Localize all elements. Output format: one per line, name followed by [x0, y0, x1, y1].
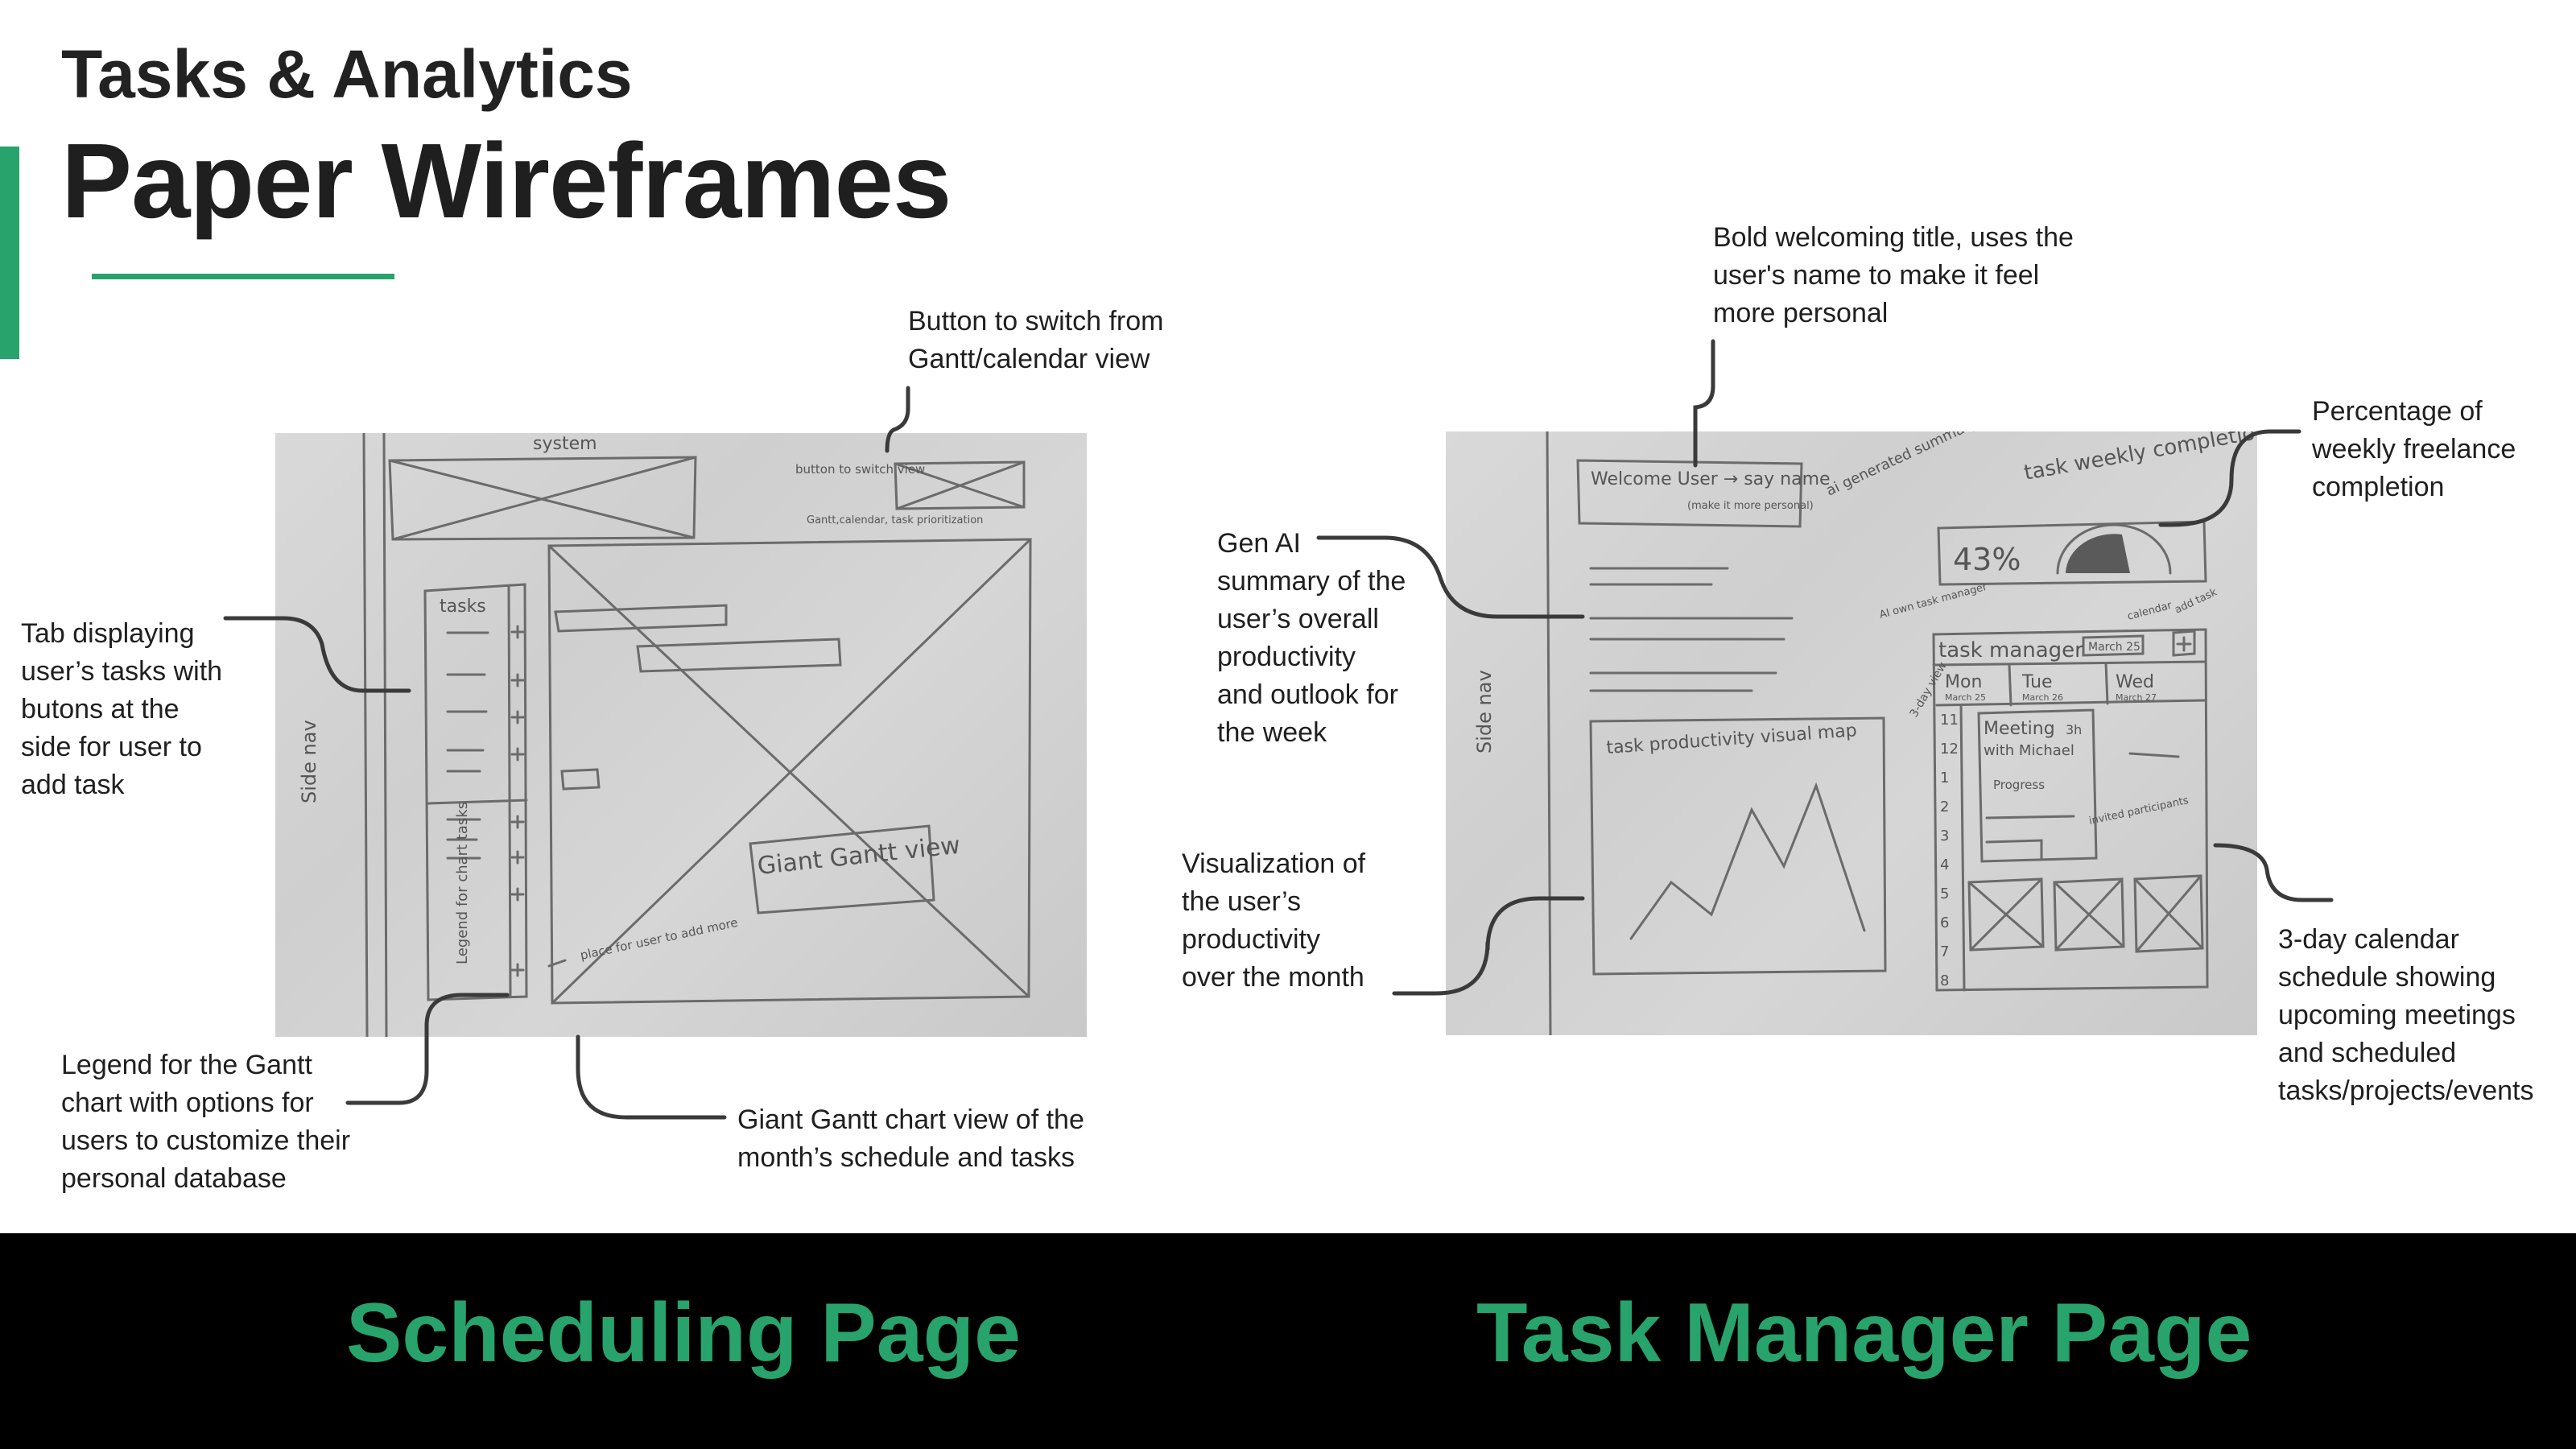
- task-manager-sketch-drawing: Welcome User → say name (make it more pe…: [1473, 431, 2257, 1035]
- sketch-day-date: March 26: [2022, 692, 2063, 703]
- sketch-meeting-label: Meeting: [1984, 719, 2055, 739]
- title-underline: [92, 274, 394, 279]
- sketch-weekly-label: task weekly completion: [2022, 431, 2257, 485]
- annotation-productivity-visualization: Visualization of the user’s productivity…: [1182, 848, 1366, 993]
- sketch-system-label: system: [533, 434, 597, 454]
- task-manager-wireframe-photo: Welcome User → say name (make it more pe…: [1446, 431, 2257, 1035]
- sketch-welcome-sub: (make it more personal): [1687, 500, 1814, 512]
- sketch-side-nav-label-right: Side nav: [1473, 670, 1496, 753]
- sketch-day-wed: Wed: [2116, 672, 2154, 692]
- sketch-hour-label: 3: [1940, 828, 1949, 844]
- sketch-hour-label: 1: [1940, 770, 1949, 786]
- annotation-three-day-calendar: 3-day calendar schedule showing upcoming…: [2278, 924, 2534, 1106]
- sketch-ai-summary-label: ai generated summary report: [1823, 431, 2025, 500]
- sketch-meeting-with: with Michael: [1984, 742, 2074, 759]
- sketch-day-date: March 27: [2116, 692, 2157, 703]
- footer-band: [0, 1233, 2576, 1449]
- connector-gantt-view: [576, 1034, 727, 1120]
- sketch-ai-task-manager: AI own task manager: [1878, 581, 1989, 621]
- sketch-button-note: button to switch view: [795, 462, 925, 477]
- annotation-gen-ai-summary: Gen AI summary of the user’s overall pro…: [1217, 528, 1406, 748]
- sketch-view-note: Gantt,calendar, task prioritization: [807, 514, 983, 526]
- sketch-day-mon: Mon: [1945, 672, 1982, 692]
- sketch-legend-label: Legend for chart tasks: [454, 802, 471, 964]
- sketch-day-date: March 25: [1945, 692, 1986, 703]
- footer-scheduling-page: Scheduling Page: [346, 1286, 1021, 1380]
- sketch-percent-label: 43%: [1953, 542, 2021, 577]
- sketch-giant-gantt-label: Giant Gantt view: [756, 832, 961, 881]
- page-kicker: Tasks & Analytics: [61, 36, 633, 112]
- footer-task-manager-page: Task Manager Page: [1476, 1286, 2252, 1380]
- sketch-calendar-date: March 25: [2088, 641, 2140, 654]
- scheduling-wireframe-photo: system button to switch view Gantt,calen…: [275, 433, 1087, 1037]
- sketch-three-day-label: 3-day view: [1908, 660, 1950, 720]
- annotation-welcome-title: Bold welcoming title, uses the user's na…: [1713, 222, 2074, 328]
- annotation-gantt-view: Giant Gantt chart view of the month’s sc…: [737, 1104, 1084, 1173]
- sketch-tasks-label: tasks: [440, 597, 486, 617]
- sketch-add-task-label: add task: [2173, 586, 2219, 616]
- sketch-side-nav-label: Side nav: [298, 720, 320, 803]
- sketch-hour-label: 4: [1940, 857, 1949, 873]
- annotation-weekly-percentage: Percentage of weekly freelance completio…: [2312, 396, 2516, 502]
- annotation-legend: Legend for the Gantt chart with options …: [61, 1050, 351, 1194]
- sketch-meeting-duration: 3h: [2066, 722, 2082, 737]
- sketch-hour-label: 12: [1940, 741, 1959, 758]
- scheduling-sketch-drawing: system button to switch view Gantt,calen…: [298, 433, 1032, 1037]
- sketch-hour-label: 2: [1940, 799, 1949, 815]
- sketch-calendar-label: calendar: [2126, 600, 2174, 623]
- sketch-day-tue: Tue: [2021, 672, 2053, 692]
- sketch-visual-map-label: task productivity visual map: [1606, 720, 1858, 758]
- sketch-place-note: place for user to add more: [579, 915, 739, 963]
- sketch-progress-label: Progress: [1993, 778, 2045, 792]
- sketch-task-manager-label: task manager: [1938, 638, 2083, 663]
- sketch-welcome-label: Welcome User → say name: [1591, 469, 1831, 489]
- sketch-hour-label: 5: [1940, 886, 1949, 902]
- annotation-tab-tasks: Tab displaying user’s tasks with butons …: [21, 618, 223, 800]
- sketch-hour-label: 7: [1940, 943, 1949, 960]
- sketch-invited-label: invited participants: [2088, 795, 2190, 828]
- sketch-hour-label: 6: [1940, 914, 1949, 931]
- annotation-button-switch: Button to switch from Gantt/calendar vie…: [908, 306, 1164, 374]
- sketch-hour-label: 8: [1940, 972, 1949, 989]
- sketch-hour-label: 11: [1940, 712, 1959, 729]
- page-title: Paper Wireframes: [61, 122, 952, 240]
- accent-bar: [0, 147, 19, 359]
